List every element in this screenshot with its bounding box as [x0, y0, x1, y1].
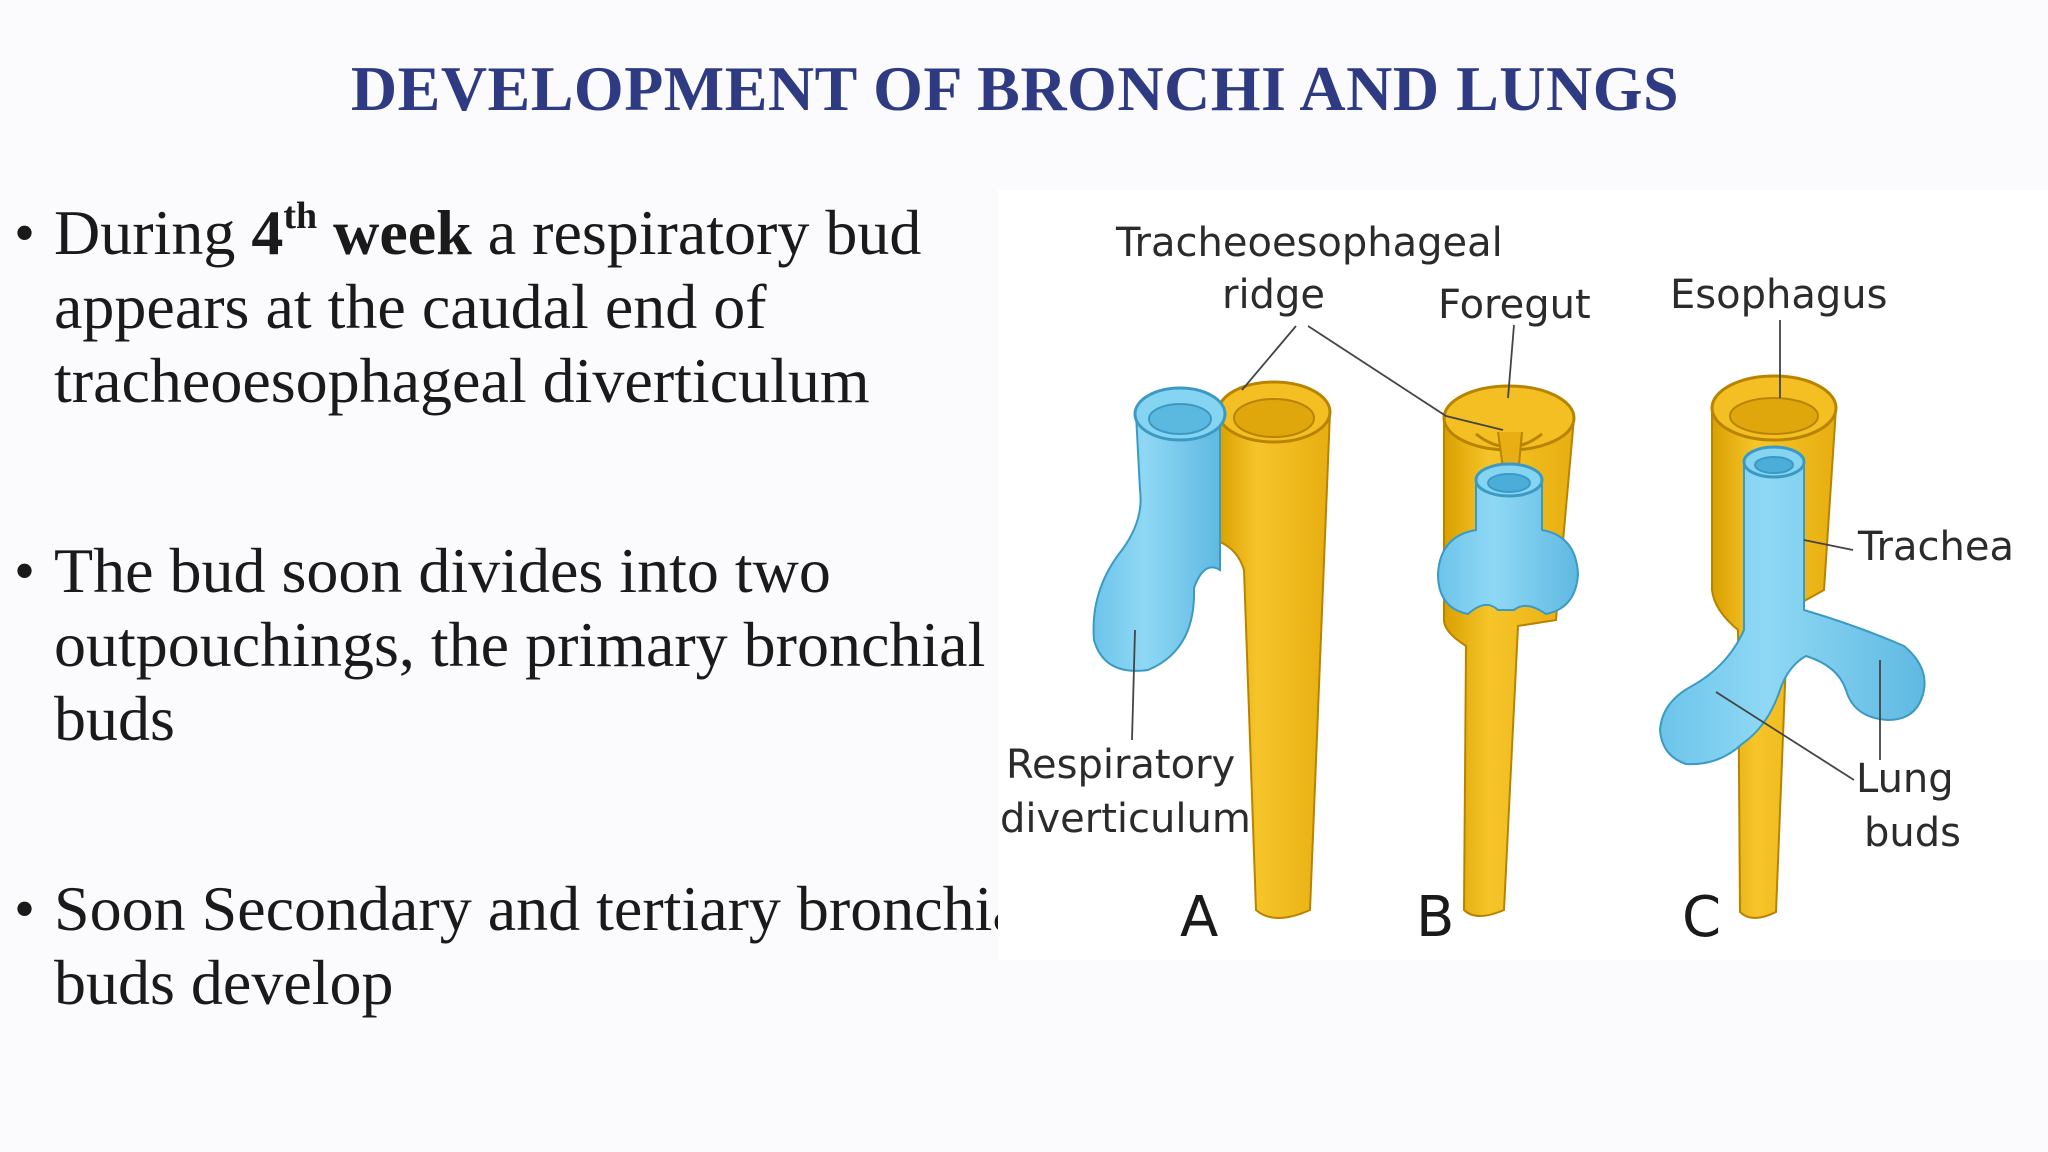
- label-respiratory: Respiratory: [1006, 742, 1235, 788]
- bullet-ordinal-suffix: th: [283, 195, 317, 237]
- label-foregut: Foregut: [1438, 282, 1591, 328]
- figure-diagram: Tracheoesophageal ridge Foregut Esophagu…: [998, 190, 2048, 960]
- panel-letter-b: B: [1416, 885, 1454, 950]
- bullet-dot: •: [14, 534, 35, 608]
- slide-title: DEVELOPMENT OF BRONCHI AND LUNGS: [0, 52, 2030, 126]
- label-esophagus: Esophagus: [1670, 272, 1887, 318]
- bullet-text: The bud soon divides into two outpouchin…: [54, 534, 1064, 756]
- label-tracheoesophageal: Tracheoesophageal: [1115, 220, 1503, 266]
- bullet-dot: •: [14, 872, 35, 946]
- panel-a-foregut: [1218, 412, 1330, 918]
- panel-a-respiratory-diverticulum: [1094, 412, 1220, 671]
- bullet-dot: •: [14, 196, 35, 270]
- panel-letter-c: C: [1682, 885, 1721, 950]
- lung-development-figure: Tracheoesophageal ridge Foregut Esophagu…: [998, 190, 2048, 960]
- bullet-week-number: 4: [251, 197, 283, 268]
- label-trachea: Trachea: [1857, 524, 2014, 570]
- bullet-week-word: week: [317, 197, 472, 268]
- bullet-pre: During: [54, 197, 251, 268]
- label-lung: Lung: [1856, 756, 1954, 802]
- label-diverticulum: diverticulum: [1000, 796, 1251, 842]
- bullet-text: During 4th week a respiratory bud appear…: [54, 196, 1064, 418]
- label-buds: buds: [1864, 810, 1961, 856]
- bullet-text: Soon Secondary and tertiary bronchial bu…: [54, 872, 1064, 1020]
- label-ridge: ridge: [1222, 272, 1325, 318]
- panel-letter-a: A: [1180, 885, 1218, 950]
- panel-b-drawing: [1438, 386, 1578, 916]
- panel-c-trachea-and-lung-buds: [1660, 462, 1925, 764]
